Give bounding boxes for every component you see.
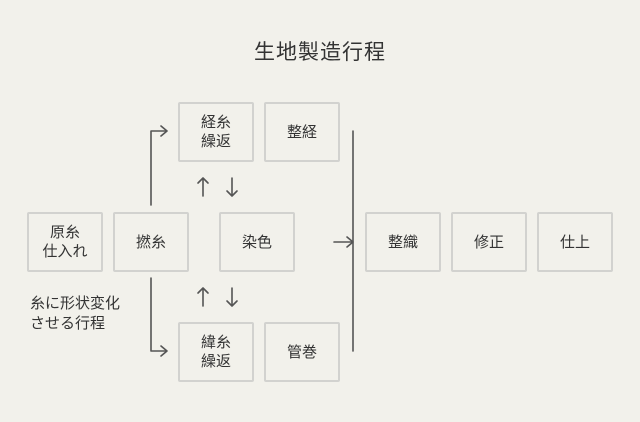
up-arrow-lower bbox=[197, 287, 209, 307]
process-note: 糸に形状変化 させる行程 bbox=[30, 294, 121, 332]
step-tube-label: 管巻 bbox=[286, 342, 317, 361]
step-warp-arrange: 整経 bbox=[264, 102, 340, 162]
step-twist-label: 撚糸 bbox=[135, 232, 166, 251]
step-warp-arrange-label: 整経 bbox=[286, 122, 317, 141]
step-raw-yarn-label: 原糸 仕入れ bbox=[42, 223, 88, 260]
step-weave-label: 整織 bbox=[387, 232, 418, 251]
step-weave: 整織 bbox=[365, 212, 441, 272]
step-twist: 撚糸 bbox=[113, 212, 189, 272]
up-arrow-upper bbox=[197, 177, 209, 197]
step-correct-label: 修正 bbox=[473, 232, 504, 251]
step-raw-yarn: 原糸 仕入れ bbox=[27, 212, 103, 272]
step-weft: 緯糸 繰返 bbox=[178, 322, 254, 382]
step-correct: 修正 bbox=[451, 212, 527, 272]
step-dye: 染色 bbox=[219, 212, 295, 272]
arrowhead-to-warp bbox=[160, 125, 168, 137]
arrowhead-to-weft bbox=[160, 345, 168, 357]
down-arrow-upper bbox=[226, 177, 238, 197]
arrowhead-to-weave bbox=[346, 236, 354, 248]
connector-to-weft bbox=[150, 277, 167, 352]
step-tube: 管巻 bbox=[264, 322, 340, 382]
step-warp-label: 経糸 繰返 bbox=[200, 113, 231, 150]
step-dye-label: 染色 bbox=[241, 232, 272, 251]
step-finish-label: 仕上 bbox=[559, 232, 590, 251]
diagram-title: 生地製造行程 bbox=[254, 40, 386, 64]
step-warp: 経糸 繰返 bbox=[178, 102, 254, 162]
step-weft-label: 緯糸 繰返 bbox=[200, 333, 231, 370]
down-arrow-lower bbox=[226, 287, 238, 307]
connector-to-warp bbox=[150, 130, 167, 206]
step-finish: 仕上 bbox=[537, 212, 613, 272]
